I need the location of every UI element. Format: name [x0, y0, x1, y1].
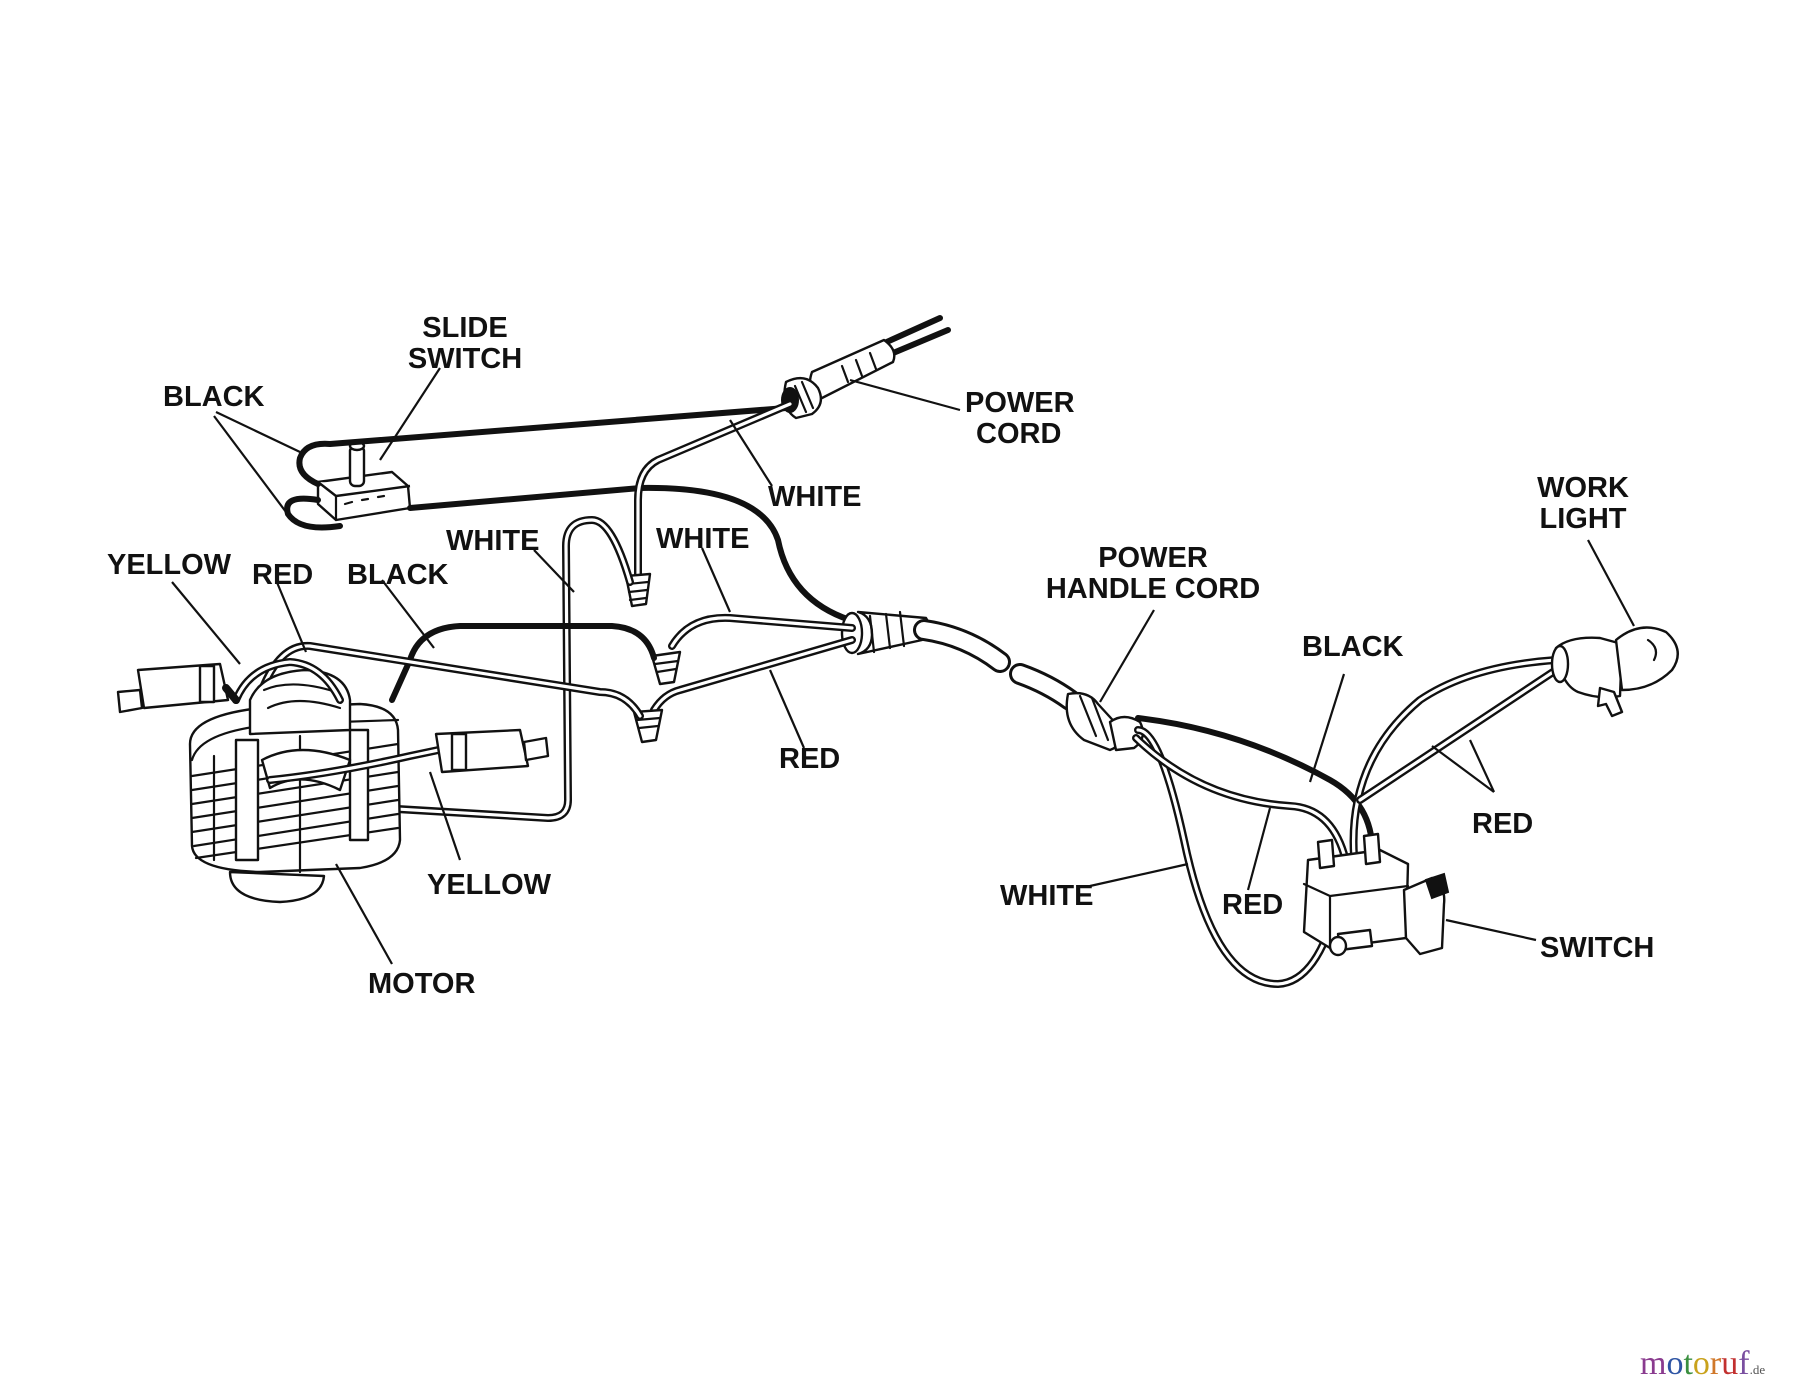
watermark-suffix: .de	[1750, 1362, 1766, 1377]
power-handle-cord-connector	[1065, 691, 1145, 752]
wire-white-cord	[634, 400, 794, 578]
label-red-right: RED	[1472, 808, 1533, 840]
labels: SLIDE SWITCH BLACK POWER CORD WHITE WHIT…	[107, 312, 1654, 1000]
label-switch: SWITCH	[1540, 932, 1654, 964]
watermark-logo: motoruf.de	[1640, 1345, 1765, 1382]
label-yellow-top: YELLOW	[107, 549, 232, 581]
cord-connector-center	[840, 610, 931, 656]
wire-red-handle	[1132, 734, 1348, 858]
wire-black-to-connector	[407, 484, 853, 623]
brush-terminal-right	[434, 728, 550, 774]
wire-black-switch-loop	[296, 405, 789, 487]
trigger-switch	[1302, 832, 1450, 957]
wire-black-handle	[1135, 715, 1376, 863]
motor	[188, 668, 402, 904]
label-motor: MOTOR	[368, 968, 475, 1000]
label-black-switch: BLACK	[163, 381, 265, 413]
work-light	[1550, 626, 1679, 718]
label-white-right: WHITE	[656, 523, 749, 555]
watermark-letter: f	[1738, 1345, 1750, 1382]
wire-red-light	[1349, 656, 1560, 860]
label-slide-switch: SWITCH	[408, 343, 522, 375]
wire-yellow-right	[266, 744, 452, 784]
watermark-letter: m	[1640, 1345, 1666, 1382]
wire-black-switch-lower	[284, 495, 343, 531]
power-cord	[781, 315, 951, 420]
label-power-cord: CORD	[976, 418, 1061, 450]
label-work-light: LIGHT	[1540, 503, 1627, 535]
label-red-top: RED	[252, 559, 313, 591]
watermark-text: motoruf.de	[1640, 1345, 1765, 1382]
label-work-light: WORK	[1537, 472, 1629, 504]
watermark-letter: t	[1683, 1345, 1693, 1382]
slide-switch	[316, 440, 412, 522]
label-white-mid: WHITE	[446, 525, 539, 557]
label-power-cord: POWER	[965, 387, 1075, 419]
label-red-bottom: RED	[1222, 889, 1283, 921]
watermark-letter: r	[1710, 1345, 1722, 1382]
wire-black-motor	[389, 623, 657, 703]
leader-lines	[171, 367, 1635, 965]
label-power-handle-cord: HANDLE CORD	[1046, 573, 1260, 605]
watermark-letter: o	[1666, 1345, 1683, 1382]
watermark-letter: u	[1721, 1345, 1738, 1382]
wire-yellow-left	[232, 658, 344, 704]
label-yellow-bottom: YELLOW	[427, 869, 552, 901]
wire-white-mid	[668, 613, 856, 650]
watermark-letter: o	[1693, 1345, 1710, 1382]
label-power-handle-cord: POWER	[1098, 542, 1208, 574]
wire-white-loop	[376, 516, 634, 822]
label-black-top: BLACK	[347, 559, 449, 591]
label-white-cord: WHITE	[768, 481, 861, 513]
label-red-mid: RED	[779, 743, 840, 775]
label-slide-switch: SLIDE	[422, 312, 507, 344]
wire-nut-mid	[650, 650, 682, 686]
wire-red-mid	[650, 636, 856, 714]
brush-terminal-left	[116, 662, 240, 714]
label-white-bottom: WHITE	[1000, 880, 1093, 912]
label-black-right: BLACK	[1302, 631, 1404, 663]
cord-middle	[913, 619, 1081, 711]
